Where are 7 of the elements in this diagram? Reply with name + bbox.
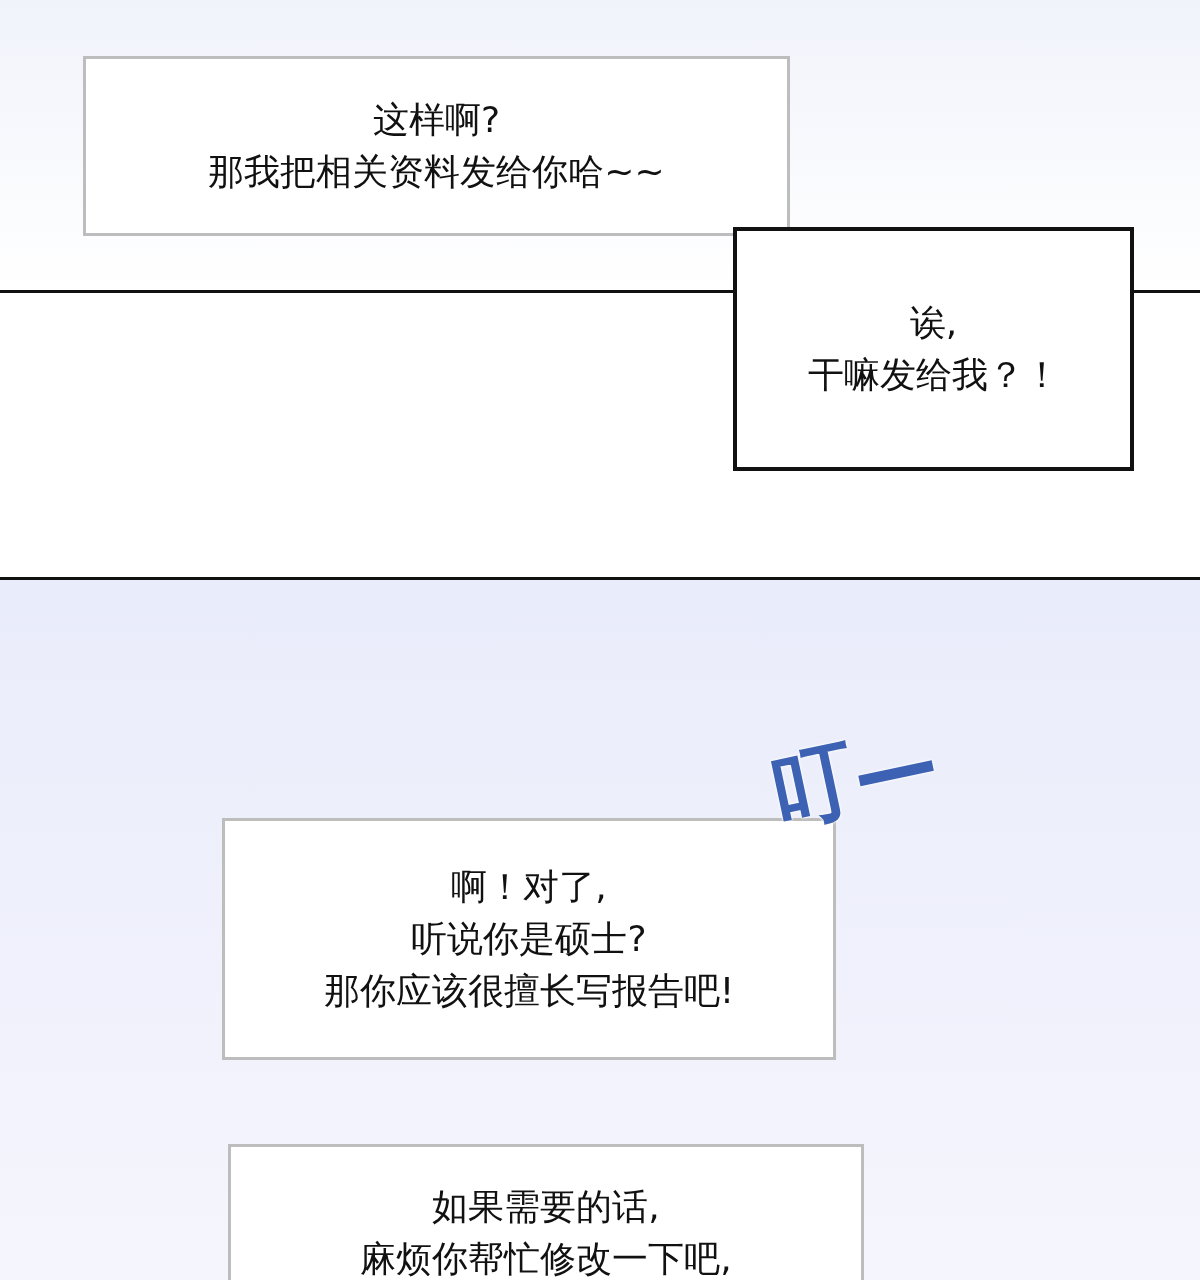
sound-effect-text: 叮— <box>760 709 948 844</box>
dialogue-text: 如果需要的话,麻烦你帮忙修改一下吧, <box>360 1185 732 1280</box>
dialogue-text: 这样啊?那我把相关资料发给你哈~~ <box>208 98 665 194</box>
dialogue-text: 诶,干嘛发给我？！ <box>807 301 1060 397</box>
speech-box <box>83 56 790 236</box>
speech-box <box>733 227 1134 471</box>
dialogue-text: 啊！对了,听说你是硕士?那你应该很擅长写报告吧! <box>323 865 735 1013</box>
